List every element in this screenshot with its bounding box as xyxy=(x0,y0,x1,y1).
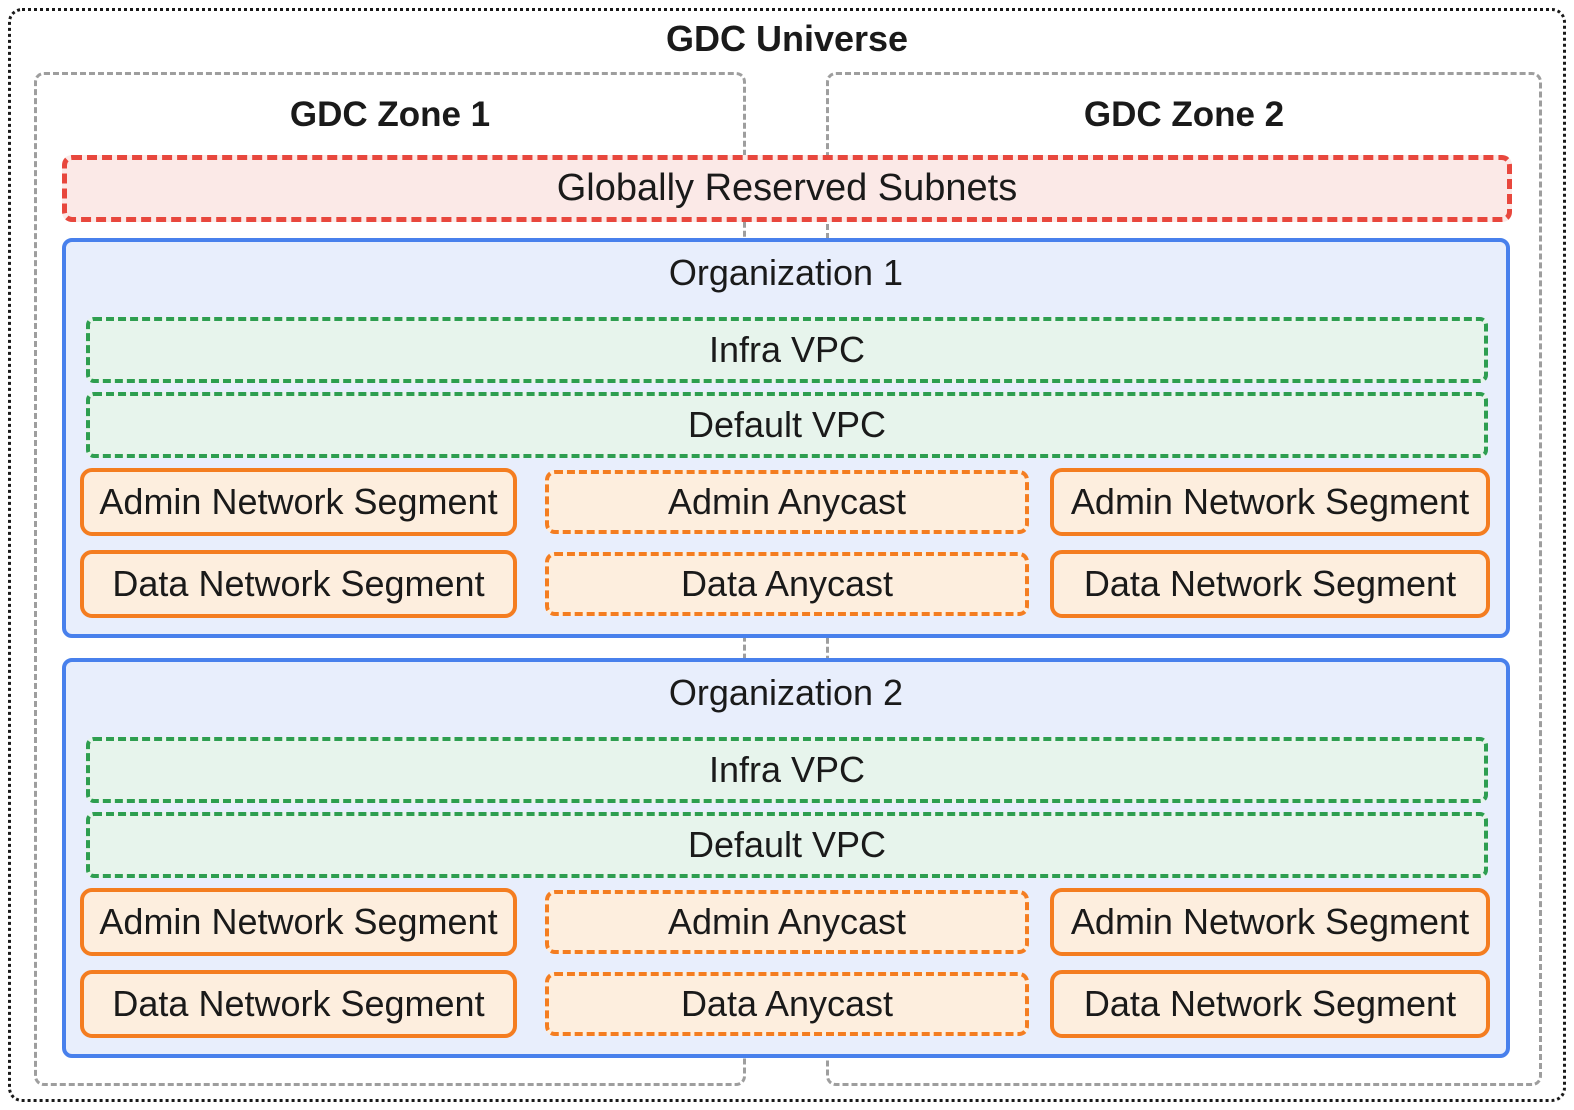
org2-infra-vpc-box: Infra VPC xyxy=(86,737,1488,803)
org1-admin-anycast-box: Admin Anycast xyxy=(545,470,1029,534)
org1-zone1-data-network-segment: Data Network Segment xyxy=(80,550,517,618)
org2-admin-anycast-box: Admin Anycast xyxy=(545,890,1029,954)
organization-2-title: Organization 2 xyxy=(668,672,904,713)
org1-zone1-admin-network-segment: Admin Network Segment xyxy=(80,468,517,536)
org2-data-anycast-box: Data Anycast xyxy=(545,972,1029,1036)
organization-2-box: Organization 2 Infra VPC Default VPC Adm… xyxy=(62,658,1510,1058)
organization-1-box: Organization 1 Infra VPC Default VPC Adm… xyxy=(62,238,1510,638)
org2-zone1-data-network-segment: Data Network Segment xyxy=(80,970,517,1038)
gdc-zone-2-title: GDC Zone 2 xyxy=(1083,95,1285,134)
org1-data-anycast-box: Data Anycast xyxy=(545,552,1029,616)
organization-1-title: Organization 1 xyxy=(668,252,904,293)
org1-infra-vpc-box: Infra VPC xyxy=(86,317,1488,383)
gdc-zone-1-title: GDC Zone 1 xyxy=(289,95,491,134)
globally-reserved-subnets-box: Globally Reserved Subnets xyxy=(62,155,1512,222)
org1-zone2-admin-network-segment: Admin Network Segment xyxy=(1050,468,1490,536)
org1-zone2-data-network-segment: Data Network Segment xyxy=(1050,550,1490,618)
org2-default-vpc-box: Default VPC xyxy=(86,812,1488,878)
org2-zone2-admin-network-segment: Admin Network Segment xyxy=(1050,888,1490,956)
universe-title: GDC Universe xyxy=(665,18,909,59)
org2-zone2-data-network-segment: Data Network Segment xyxy=(1050,970,1490,1038)
org2-zone1-admin-network-segment: Admin Network Segment xyxy=(80,888,517,956)
org1-default-vpc-box: Default VPC xyxy=(86,392,1488,458)
